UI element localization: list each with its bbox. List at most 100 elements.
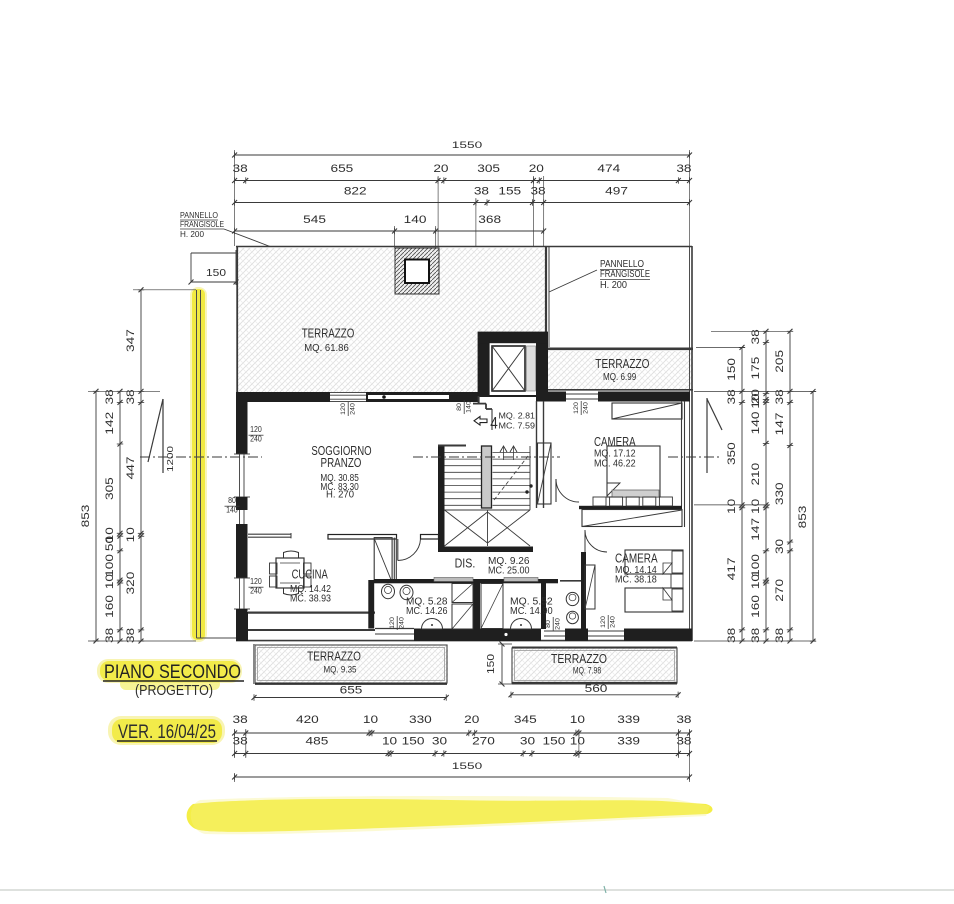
svg-text:175: 175 — [750, 357, 762, 380]
svg-text:38: 38 — [774, 389, 786, 404]
svg-text:10: 10 — [363, 714, 378, 726]
svg-text:10: 10 — [750, 574, 762, 589]
svg-text:30: 30 — [432, 736, 447, 748]
svg-text:MC. 46.22: MC. 46.22 — [594, 459, 636, 470]
svg-text:120: 120 — [250, 577, 262, 586]
svg-text:H. 200: H. 200 — [600, 280, 628, 291]
svg-text:345: 345 — [514, 714, 537, 726]
svg-text:MC. 14.90: MC. 14.90 — [510, 606, 553, 617]
svg-text:80: 80 — [228, 496, 236, 505]
svg-text:38: 38 — [726, 389, 738, 404]
svg-text:10: 10 — [104, 527, 116, 542]
svg-text:120: 120 — [600, 616, 607, 628]
svg-text:38: 38 — [233, 163, 248, 175]
svg-text:38: 38 — [233, 714, 248, 726]
svg-text:120: 120 — [389, 617, 396, 629]
svg-text:240: 240 — [582, 402, 589, 414]
svg-text:485: 485 — [306, 736, 329, 748]
svg-text:240: 240 — [398, 617, 405, 629]
svg-text:120: 120 — [573, 402, 580, 414]
svg-text:10: 10 — [750, 393, 762, 408]
svg-text:240: 240 — [250, 586, 262, 595]
svg-text:120: 120 — [250, 425, 262, 434]
svg-text:38: 38 — [676, 736, 691, 748]
svg-text:305: 305 — [477, 163, 500, 175]
svg-text:SOGGIORNO: SOGGIORNO — [311, 443, 371, 458]
svg-text:150: 150 — [543, 736, 566, 748]
svg-text:655: 655 — [340, 685, 363, 697]
svg-text:TERRAZZO: TERRAZZO — [595, 356, 649, 371]
svg-text:MQ. 61.86: MQ. 61.86 — [304, 343, 349, 354]
svg-text:350: 350 — [726, 442, 738, 465]
svg-text:38: 38 — [676, 163, 691, 175]
svg-text:TERRAZZO: TERRAZZO — [307, 649, 361, 664]
svg-text:1550: 1550 — [452, 140, 482, 150]
svg-text:320: 320 — [125, 572, 137, 595]
svg-text:147: 147 — [750, 518, 762, 541]
svg-text:853: 853 — [80, 505, 92, 528]
svg-text:CUCINA: CUCINA — [292, 568, 329, 582]
svg-text:38: 38 — [530, 186, 545, 198]
svg-text:38: 38 — [104, 628, 116, 643]
svg-text:100: 100 — [750, 554, 762, 577]
svg-text:38: 38 — [774, 628, 786, 643]
svg-text:330: 330 — [409, 714, 432, 726]
svg-text:38: 38 — [125, 389, 137, 404]
svg-text:TERRAZZO: TERRAZZO — [302, 326, 355, 341]
svg-text:140: 140 — [226, 505, 238, 514]
svg-text:150: 150 — [486, 653, 497, 674]
svg-text:MQ. 17.12: MQ. 17.12 — [594, 449, 636, 460]
svg-text:150: 150 — [726, 358, 738, 381]
svg-text:150: 150 — [402, 736, 425, 748]
svg-text:210: 210 — [750, 463, 762, 486]
svg-text:240: 240 — [250, 434, 262, 443]
svg-text:10: 10 — [570, 736, 585, 748]
svg-text:CAMERA: CAMERA — [594, 434, 636, 449]
svg-text:H. 270: H. 270 — [326, 490, 354, 501]
svg-text:50: 50 — [104, 536, 116, 551]
svg-text:240: 240 — [609, 616, 616, 628]
svg-text:MQ. 9.26: MQ. 9.26 — [488, 556, 530, 567]
svg-text:20: 20 — [433, 163, 448, 175]
svg-text:MQ. 6.99: MQ. 6.99 — [603, 372, 637, 383]
svg-text:853: 853 — [797, 506, 809, 529]
svg-text:4: 4 — [490, 414, 498, 433]
svg-text:474: 474 — [597, 163, 620, 175]
svg-text:347: 347 — [125, 329, 137, 352]
svg-text:1200: 1200 — [165, 446, 175, 472]
svg-text:100: 100 — [104, 554, 116, 577]
svg-text:MQ. 7.98: MQ. 7.98 — [573, 666, 601, 677]
svg-text:MQ. 9.35: MQ. 9.35 — [324, 665, 357, 676]
svg-text:80: 80 — [456, 403, 463, 411]
svg-text:DIS.: DIS. — [455, 557, 476, 571]
svg-text:1550: 1550 — [452, 761, 482, 771]
svg-text:20: 20 — [464, 714, 479, 726]
svg-text:MC. 83.30: MC. 83.30 — [320, 482, 359, 493]
svg-text:822: 822 — [344, 186, 367, 198]
svg-text:MQ. 2.81: MQ. 2.81 — [499, 411, 536, 421]
svg-text:417: 417 — [726, 557, 738, 580]
svg-text:MC. 38.93: MC. 38.93 — [290, 594, 331, 605]
svg-text:38: 38 — [233, 736, 248, 748]
svg-text:497: 497 — [605, 186, 628, 198]
svg-text:MQ. 5.28: MQ. 5.28 — [406, 597, 448, 608]
svg-text:MC. 38.18: MC. 38.18 — [615, 575, 657, 586]
svg-text:147: 147 — [774, 413, 786, 436]
svg-text:420: 420 — [296, 714, 319, 726]
svg-text:FRANGISOLE: FRANGISOLE — [180, 219, 224, 229]
svg-text:10: 10 — [750, 499, 762, 514]
svg-text:FRANGISOLE: FRANGISOLE — [600, 269, 650, 280]
svg-text:38: 38 — [104, 389, 116, 404]
svg-text:160: 160 — [750, 595, 762, 618]
svg-text:PANNELLO: PANNELLO — [600, 259, 644, 270]
svg-text:140: 140 — [404, 214, 427, 226]
svg-text:305: 305 — [104, 477, 116, 500]
svg-text:PANNELLO: PANNELLO — [180, 210, 218, 220]
svg-text:MC. 25.00: MC. 25.00 — [488, 566, 530, 577]
svg-text:MQ. 14.14: MQ. 14.14 — [615, 565, 657, 576]
svg-text:270: 270 — [774, 579, 786, 602]
svg-text:330: 330 — [774, 482, 786, 505]
svg-text:PIANO SECONDO: PIANO SECONDO — [104, 661, 241, 683]
svg-text:150: 150 — [206, 267, 226, 279]
svg-text:38: 38 — [750, 329, 762, 344]
